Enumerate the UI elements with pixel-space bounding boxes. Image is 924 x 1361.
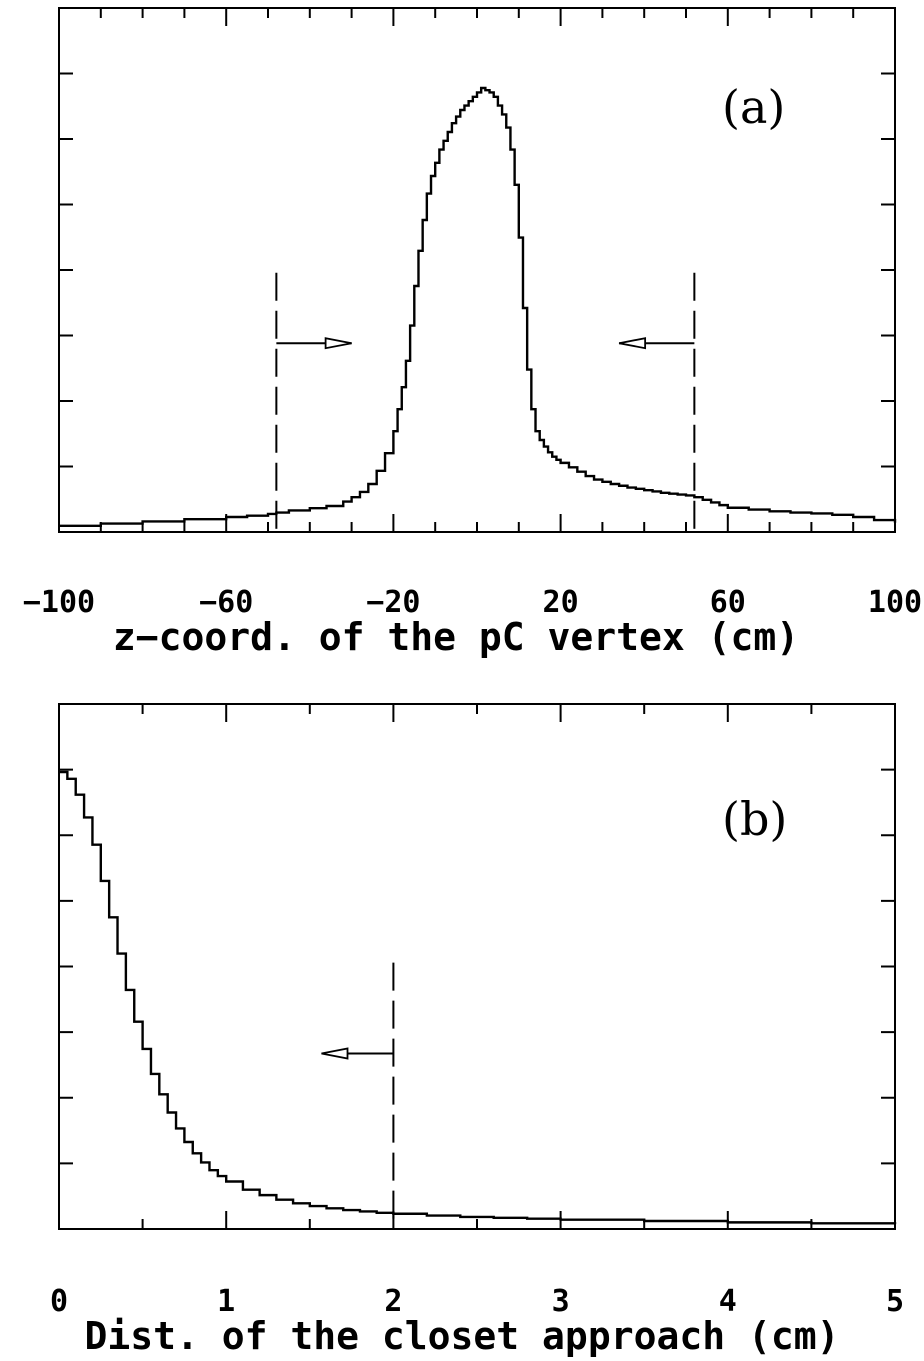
panel-b-ticks xyxy=(58,704,896,1229)
panel-b-x-tick-label: 1 xyxy=(217,1284,235,1319)
cut-arrow-head xyxy=(324,337,352,350)
panel-a-label: (a) xyxy=(722,80,785,134)
panel-b-x-axis-title: Dist. of the closet approach (cm) xyxy=(85,1314,840,1358)
cut-arrow-head xyxy=(618,337,647,350)
panel-a-histogram xyxy=(59,86,897,527)
panel-b-x-tick-label: 2 xyxy=(384,1284,402,1319)
panel-a-x-tick-labels: −100 −60 −20 20 60 100 xyxy=(23,585,922,620)
panel-a-x-tick-label: 20 xyxy=(543,585,579,620)
panel-b: (b) 0 1 2 3 4 5 Dist. of the closet appr… xyxy=(50,703,904,1358)
panel-b-x-tick-label: 5 xyxy=(886,1284,904,1319)
panel-b-label: (b) xyxy=(722,792,787,846)
panel-a-x-axis-title: z−coord. of the pC vertex (cm) xyxy=(113,615,799,659)
panel-b-histogram xyxy=(59,770,897,1225)
panel-a-x-tick-label: −60 xyxy=(199,585,253,620)
panel-b-x-tick-label: 4 xyxy=(719,1284,737,1319)
panel-b-frame xyxy=(58,703,896,1230)
panel-a-x-tick-label: −100 xyxy=(23,585,95,620)
panel-a: (a) −100 −60 −20 20 60 100 z−coord. of t… xyxy=(23,7,922,659)
panel-b-cuts xyxy=(321,962,395,1229)
cut-arrow-head xyxy=(321,1047,349,1060)
panel-a-x-tick-label: −20 xyxy=(366,585,420,620)
panel-b-x-tick-labels: 0 1 2 3 4 5 xyxy=(50,1284,904,1319)
panel-b-x-tick-label: 0 xyxy=(50,1284,68,1319)
panel-a-ticks xyxy=(58,8,896,532)
panel-a-x-tick-label: 60 xyxy=(710,585,746,620)
panel-a-x-tick-label: 100 xyxy=(868,585,922,620)
panel-a-cuts xyxy=(275,272,696,532)
panel-b-x-tick-label: 3 xyxy=(552,1284,570,1319)
